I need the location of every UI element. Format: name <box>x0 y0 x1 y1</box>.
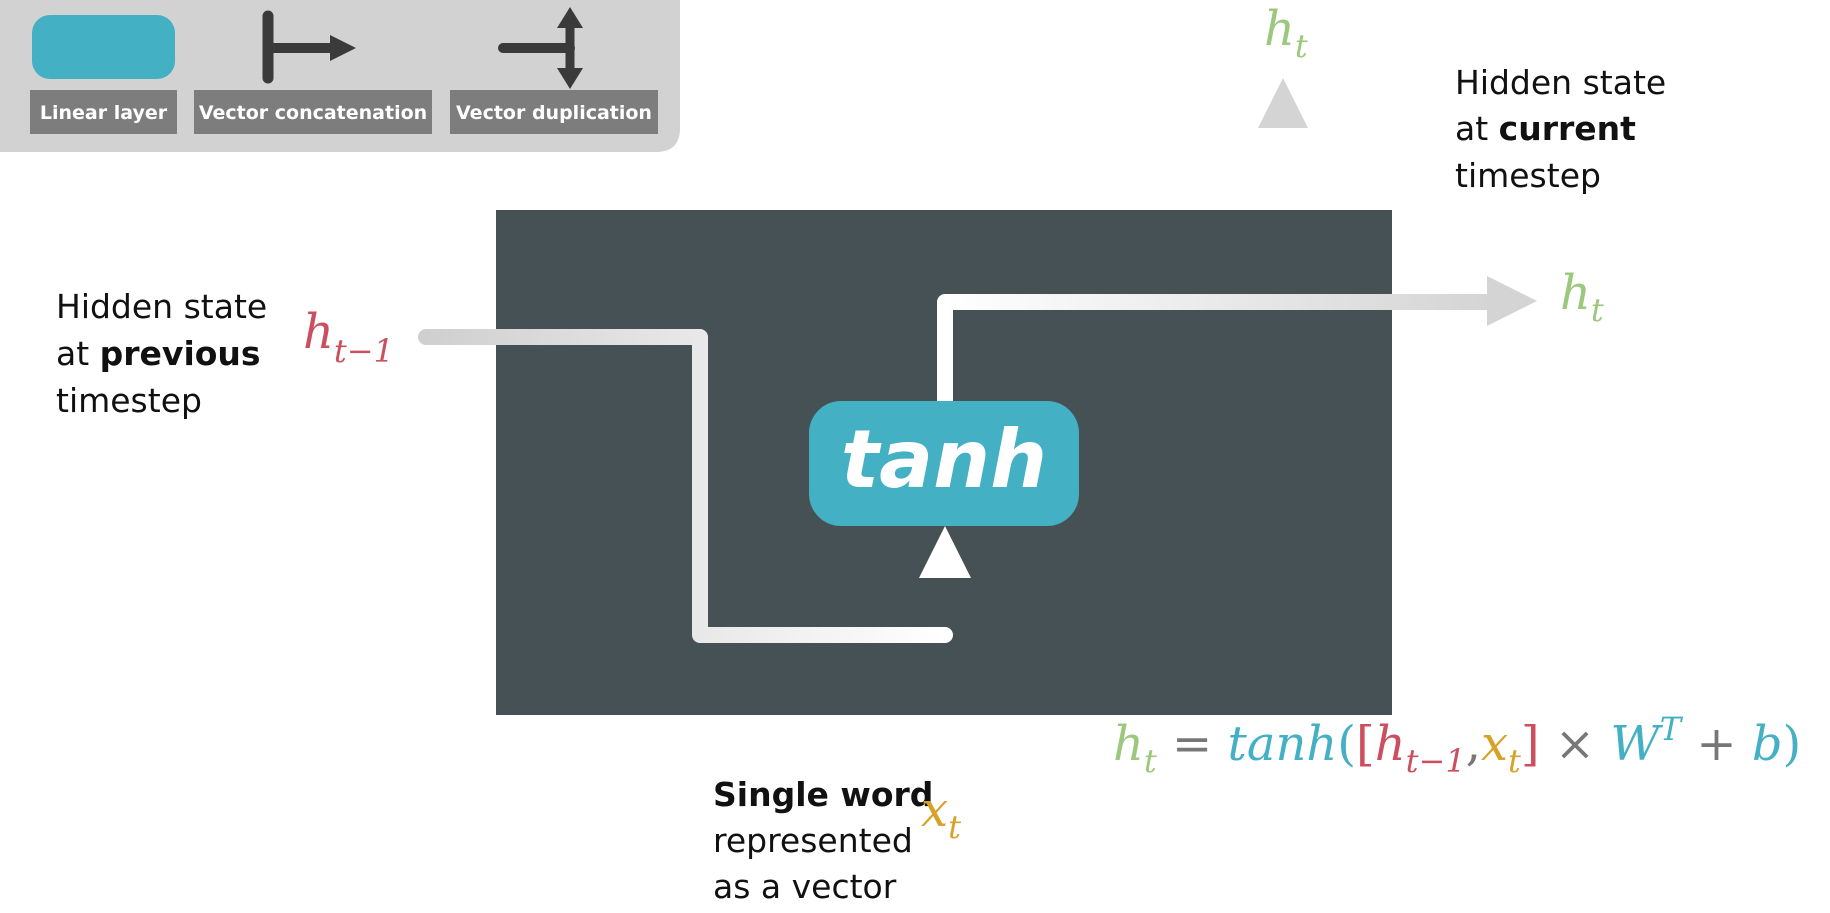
hidden-state-output-arrowhead <box>1487 276 1537 326</box>
legend-label-duplication: Vector duplication <box>456 102 652 124</box>
symbol-h-out-up: ht <box>1264 1 1308 65</box>
symbol-h-prev: ht−1 <box>303 304 394 370</box>
legend-label-box-linear <box>30 90 177 134</box>
caption-input-word: Single word represented as a vector <box>713 775 944 906</box>
legend-label-box-duplication <box>450 90 658 134</box>
tanh-label: tanh <box>841 413 1047 506</box>
legend: Linear layer Vector concatenation Vector… <box>0 0 680 152</box>
vector-duplication-icon <box>498 7 583 89</box>
symbol-h-out-right: ht <box>1560 265 1604 329</box>
hidden-state-input-path <box>418 329 953 643</box>
hidden-state-output-up-arrowhead <box>1258 78 1308 128</box>
tanh-linear-layer <box>809 401 1079 526</box>
caption-previous-hidden-state: Hidden state at previous timestep <box>56 287 278 420</box>
legend-label-linear: Linear layer <box>40 102 168 124</box>
word-input-arrowhead <box>919 526 971 578</box>
rnn-equation: ht = tanh([ht−1,xt] × WT + b) <box>1113 710 1801 780</box>
legend-label-concat: Vector concatenation <box>199 102 427 124</box>
linear-layer-icon <box>32 15 175 79</box>
legend-label-box-concat <box>194 90 432 134</box>
hidden-state-output-path <box>937 294 1495 420</box>
symbol-x-input: xt <box>921 782 961 846</box>
caption-current-hidden-state: Hidden state at current timestep <box>1455 63 1677 195</box>
vector-concatenation-icon <box>262 10 356 84</box>
